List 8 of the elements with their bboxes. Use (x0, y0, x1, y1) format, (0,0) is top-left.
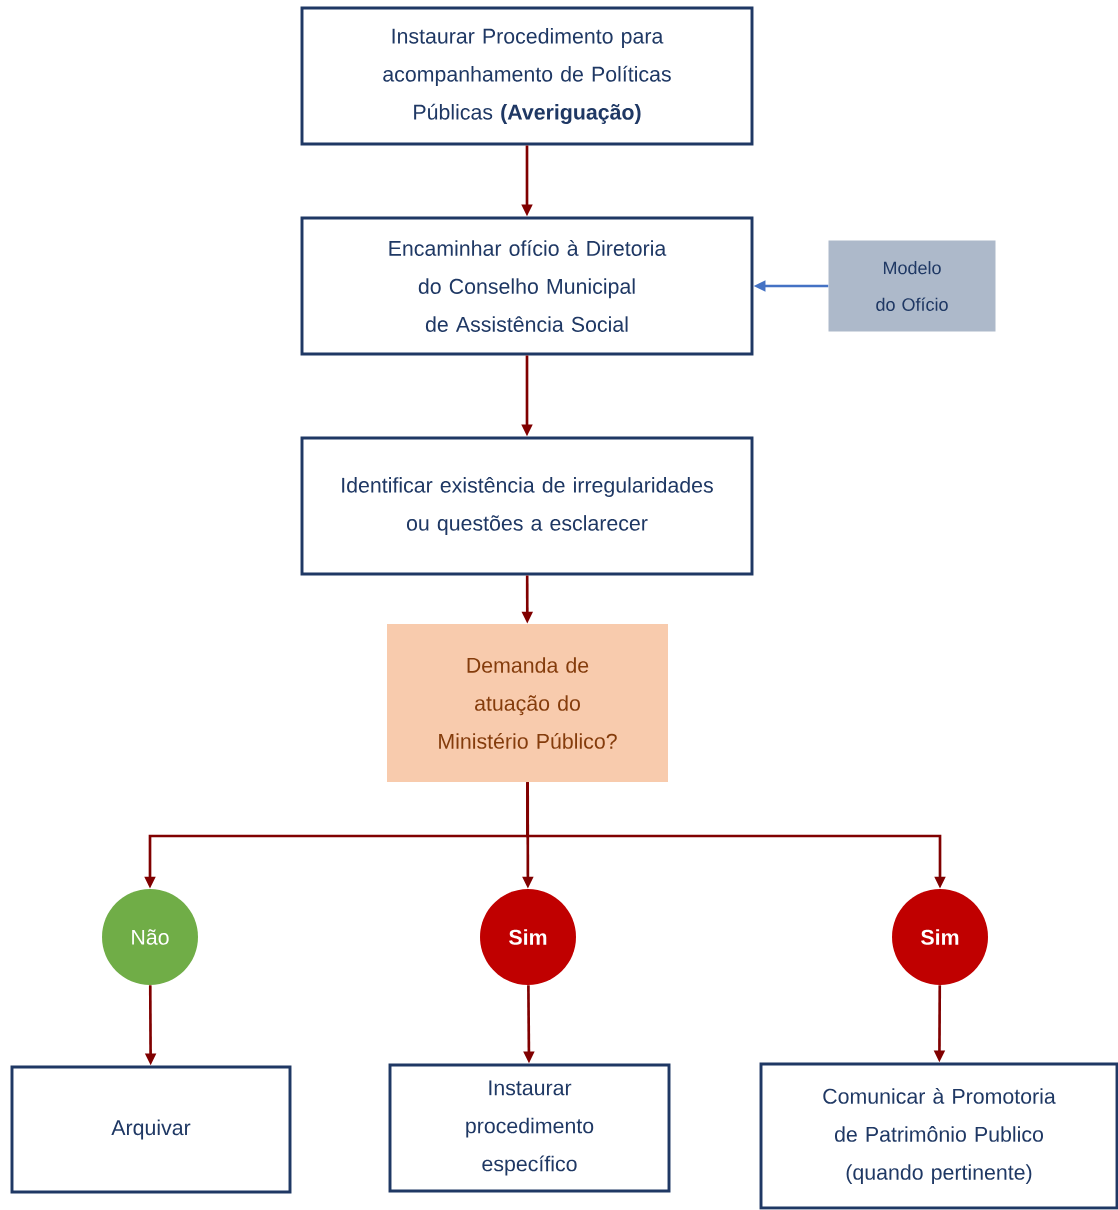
note-box: Modelo do Ofício (828, 240, 996, 332)
process-box: Identificar existência de irregularidades ou questões a esclarecer (300, 436, 754, 576)
process-box: Instaurar Procedimento para acompanhamento de Políticas Públicas (Averiguação) (300, 6, 754, 146)
process-box: Encaminhar ofício à Diretoria do Conselho Municipal de Assistência Social (300, 216, 754, 356)
decision-box: Demanda de atuação do Ministério Público? (387, 624, 668, 782)
process-box: Comunicar à Promotoria de Patrimônio Publico (quando pertinente) (759, 1062, 1118, 1210)
process-box: Instaurar procedimento específico (388, 1063, 671, 1193)
process-box: Arquivar (10, 1065, 292, 1194)
